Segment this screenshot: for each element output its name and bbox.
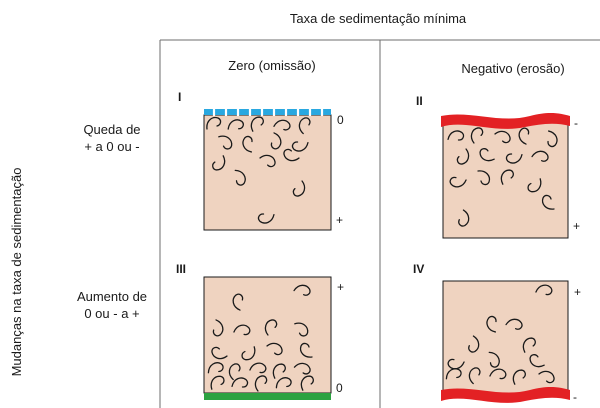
panel-i-top-mark: 0 [337,113,344,127]
row-label-aumento-line1: Aumento de [77,289,147,304]
panel-iii: III + 0 [176,262,344,400]
side-axis-label: Mudanças na taxa de sedimentação [9,168,24,377]
row-label-aumento-line2: 0 ou - a + [84,306,139,321]
panel-i-numeral: I [178,90,181,104]
panel-i-omission-surface [204,109,331,115]
panel-ii-erosion-surface [441,112,570,129]
panel-iii-bottom-mark: 0 [336,381,343,395]
panel-iv-bottom-mark: - [573,390,577,404]
column-header-negative: Negativo (erosão) [461,61,564,76]
panel-iv: IV + - [413,262,581,404]
panel-iv-top-mark: + [574,285,581,299]
panel-iii-numeral: III [176,262,186,276]
panel-iii-top-mark: + [337,280,344,294]
panel-ii-bottom-mark: + [573,219,580,233]
panel-iv-erosion-surface [441,386,570,403]
panel-iv-numeral: IV [413,262,424,276]
row-label-queda-line2: + a 0 ou - [84,139,139,154]
panel-i-bottom-mark: + [336,213,343,227]
panel-iii-hardground-surface [204,393,331,400]
panel-ii-numeral: II [416,94,423,108]
panel-ii-sediment-box [442,121,569,239]
panel-i-sediment-box [203,114,332,231]
column-header-zero: Zero (omissão) [228,58,315,73]
panel-ii: II - + [416,94,580,239]
panel-ii-top-mark: - [574,116,578,130]
row-label-queda-line1: Queda de [83,122,140,137]
panel-i: I 0 + [178,90,344,231]
diagram-title: Taxa de sedimentação mínima [290,11,467,26]
